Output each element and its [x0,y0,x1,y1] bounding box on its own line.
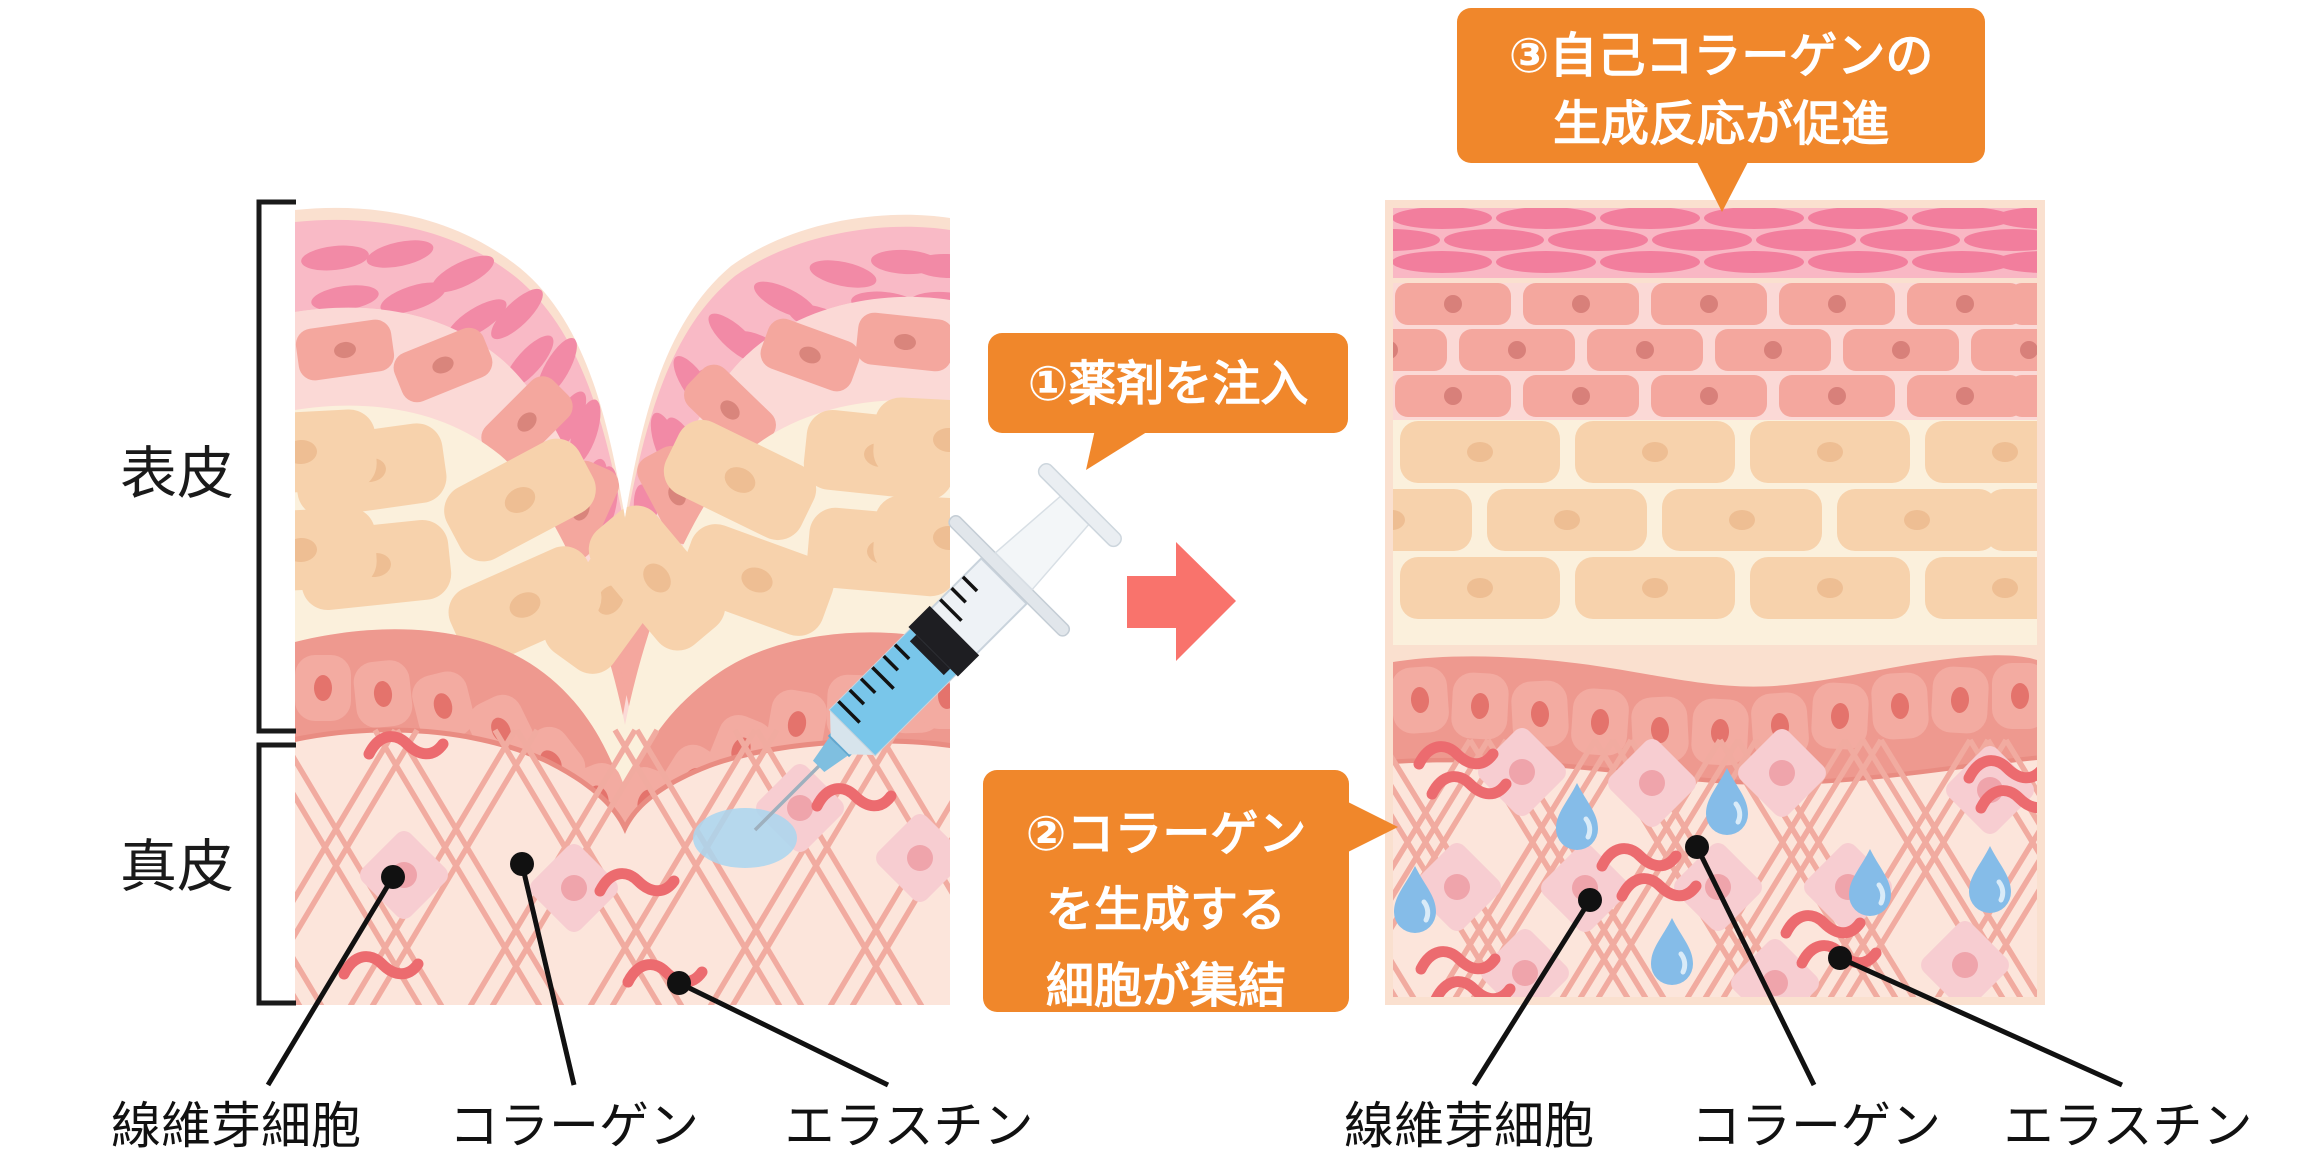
callout-step2-line2: を生成する [1046,884,1286,937]
corneum-cells-right [1393,208,2037,273]
spinous-cells-right [1393,421,2037,619]
callout-step3-tail [1695,158,1750,212]
callout-step3-line1: ③自己コラーゲンの [1509,30,1934,83]
arrow-right-icon [1127,542,1236,661]
dermis-label: 真皮 [120,835,234,899]
skin-diagram-before [295,207,950,1006]
epidermis-label: 表皮 [120,442,234,506]
legend-left-elastin: エラスチン [785,1098,1034,1154]
injected-drug-blob [693,808,797,868]
syringe-scale-marks [837,575,979,724]
callout-step1: ①薬剤を注入 [988,333,1348,470]
callout-step1-tail [1086,425,1158,470]
dermis-bracket [256,742,296,1006]
legend-left-collagen: コラーゲン [449,1098,699,1154]
pointer-dots [381,835,1852,995]
callout-step2-line1: ②コラーゲン [1026,808,1307,861]
callout-step2-box [983,770,1349,1012]
callout-step3-box [1457,8,1985,163]
callout-step1-box [988,333,1348,433]
granular-layer-left [295,296,950,725]
syringe-icon [753,463,1122,832]
legend-right-fibroblast: 線維芽細胞 [1344,1098,1594,1154]
pointer-lines [265,845,2124,1088]
epidermis-bracket [256,199,296,734]
legend-right-elastin: エラスチン [2004,1098,2253,1154]
callout-step2-line3: 細胞が集結 [1046,960,1286,1013]
skin-diagram-after [1385,200,2045,1005]
legend-right-collagen: コラーゲン [1691,1098,1941,1154]
callout-step2: ②コラーゲン を生成する 細胞が集結 [983,770,1398,1013]
callout-step3-line2: 生成反応が促進 [1553,98,1889,151]
legend-left-fibroblast: 線維芽細胞 [111,1098,361,1154]
callout-step1-text: ①薬剤を注入 [1028,358,1309,411]
callout-step2-tail [1340,798,1398,856]
callout-step3: ③自己コラーゲンの 生成反応が促進 [1457,8,1985,212]
